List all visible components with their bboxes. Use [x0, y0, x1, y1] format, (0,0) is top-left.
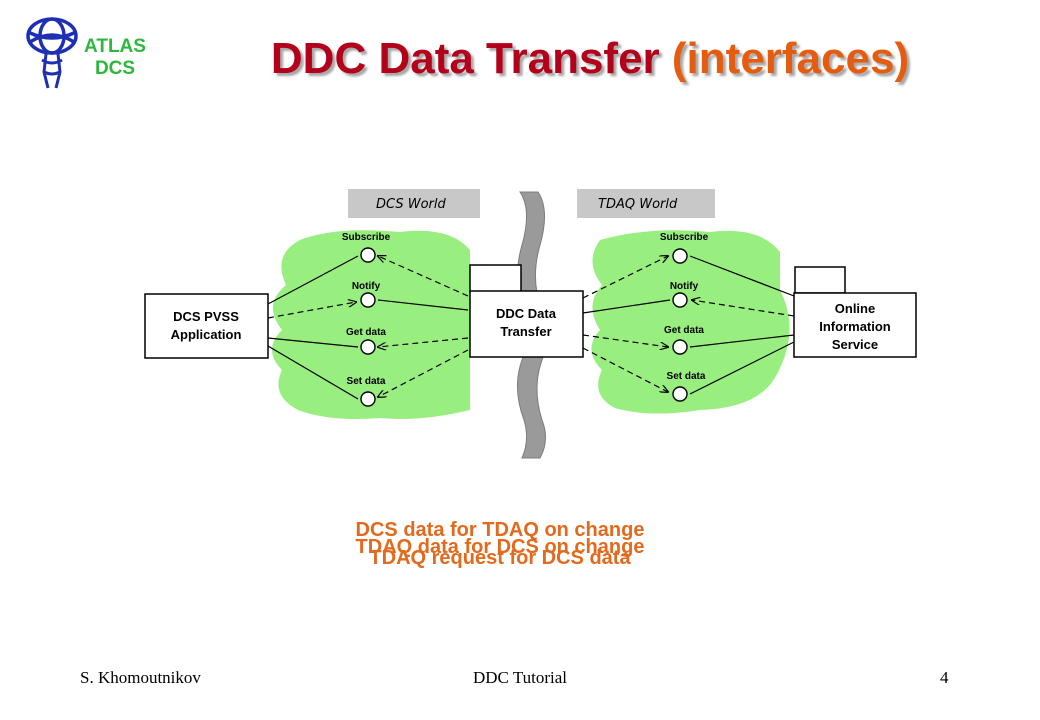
right-subscribe-port — [672, 248, 688, 264]
ois-label-2: Information — [819, 319, 891, 334]
right-get-data-line — [689, 334, 795, 348]
dcs-pvss-label-2: Application — [171, 327, 242, 342]
dcs-world-label: DCS World — [376, 197, 446, 212]
ois-box-tab — [794, 266, 846, 294]
slide-title-main: DDC Data Transfer — [270, 34, 660, 83]
dcs-pvss-label-1: DCS PVSS — [173, 309, 239, 324]
left-set-data-port — [360, 391, 376, 407]
left-notify-port — [360, 292, 376, 308]
tdaq-world-label: TDAQ World — [598, 197, 678, 212]
left-notify-arrow — [267, 302, 356, 319]
right-set-data-arrow — [582, 347, 668, 392]
logo-text-dcs: DCS — [94, 58, 136, 79]
right-get-data-port — [672, 339, 688, 355]
tdaq-world-label-bg — [577, 189, 715, 218]
right-set-data-label: Set data — [667, 371, 706, 382]
ddc-box-tab — [469, 264, 522, 293]
left-get-data-arrow — [378, 337, 469, 347]
caption-dcs-data-for-tdaq: DCS data for TDAQ on change — [355, 519, 645, 541]
caption-tdaq-data-for-dcs: TDAQ data for DCS on change — [355, 536, 645, 558]
right-interface-blob — [591, 230, 790, 414]
left-get-data-line — [267, 337, 359, 348]
right-set-data-line — [689, 341, 795, 395]
slide-title-accent: (interfaces) — [671, 34, 910, 83]
left-notify-label: Notify — [352, 281, 381, 292]
right-get-data-arrow — [582, 334, 668, 347]
left-set-data-line — [267, 345, 359, 400]
left-set-data-label: Set data — [347, 376, 386, 387]
left-get-data-label: Get data — [346, 327, 386, 338]
left-get-data-port — [360, 339, 376, 355]
footer-page-number: 4 — [940, 668, 949, 687]
right-notify-line — [582, 299, 671, 314]
right-notify-label: Notify — [670, 281, 699, 292]
left-subscribe-line — [267, 255, 359, 305]
left-subscribe-label: Subscribe — [342, 232, 391, 243]
right-get-data-label: Get data — [664, 325, 704, 336]
online-information-service-box — [793, 292, 917, 358]
left-subscribe-port — [360, 247, 376, 263]
left-set-data-arrow — [378, 349, 469, 397]
ois-label-3: Service — [832, 337, 878, 352]
left-interface-blob — [272, 230, 470, 419]
slide-title: DDC Data Transfer (interfaces) — [160, 34, 1020, 84]
ois-label-1: Online — [835, 301, 875, 316]
footer-author: S. Khomoutnikov — [80, 668, 201, 687]
ddc-label-2: Transfer — [500, 324, 551, 339]
left-notify-line — [377, 299, 469, 311]
right-set-data-port — [672, 386, 688, 402]
ddc-data-transfer-box — [469, 290, 584, 358]
right-subscribe-label: Subscribe — [660, 232, 709, 243]
ddc-label-1: DDC Data — [496, 306, 557, 321]
caption-tdaq-request: TDAQ request for DCS data — [369, 547, 631, 569]
atlas-globe-icon — [26, 17, 78, 89]
right-notify-port — [672, 292, 688, 308]
footer-title: DDC Tutorial — [473, 668, 567, 687]
dcs-world-label-bg — [348, 189, 480, 218]
dcs-pvss-box — [144, 293, 269, 359]
logo-text-atlas: ATLAS — [84, 36, 146, 57]
right-subscribe-arrow — [582, 256, 668, 299]
right-subscribe-line — [689, 255, 795, 297]
left-subscribe-arrow — [378, 256, 469, 297]
right-notify-arrow — [692, 300, 795, 317]
